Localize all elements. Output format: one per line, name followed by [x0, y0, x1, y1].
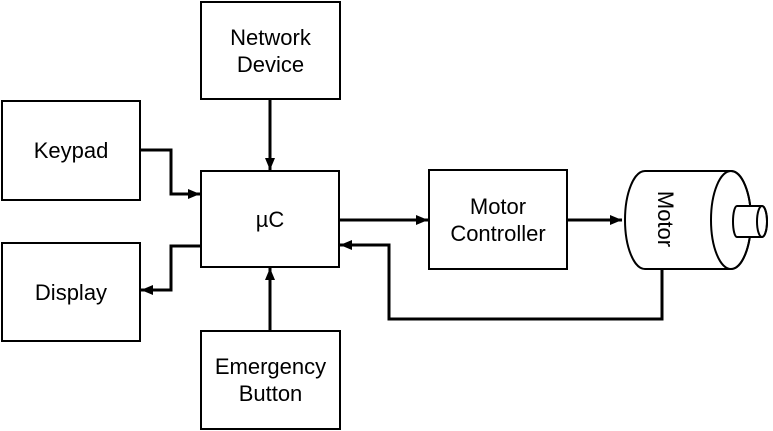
- microcontroller-box: µC: [200, 170, 340, 268]
- emergency-button-label: Emergency Button: [214, 354, 327, 406]
- network-device-label: Network Device: [230, 24, 311, 77]
- motor-shaft: [732, 205, 768, 238]
- motor-controller-label: Motor Controller: [450, 193, 546, 246]
- microcontroller-label: µC: [255, 206, 285, 232]
- keypad-box: Keypad: [1, 100, 141, 201]
- emergency-button-box: Emergency Button: [200, 330, 341, 430]
- keypad-label: Keypad: [33, 138, 109, 163]
- network-device-box: Network Device: [200, 1, 341, 100]
- display-box: Display: [1, 242, 141, 342]
- display-label: Display: [34, 279, 108, 305]
- arrow-uc-to-display: [141, 244, 200, 295]
- motor-label-wrap: Motor: [652, 169, 680, 269]
- motor-shape: [624, 170, 768, 270]
- motor-label: Motor: [653, 190, 679, 248]
- motor-controller-box: Motor Controller: [428, 169, 568, 270]
- arrow-motor-to-uc-feedback: [340, 240, 664, 321]
- arrow-keypad-to-uc: [141, 148, 200, 199]
- motor-shaft-end-cap: [756, 205, 768, 238]
